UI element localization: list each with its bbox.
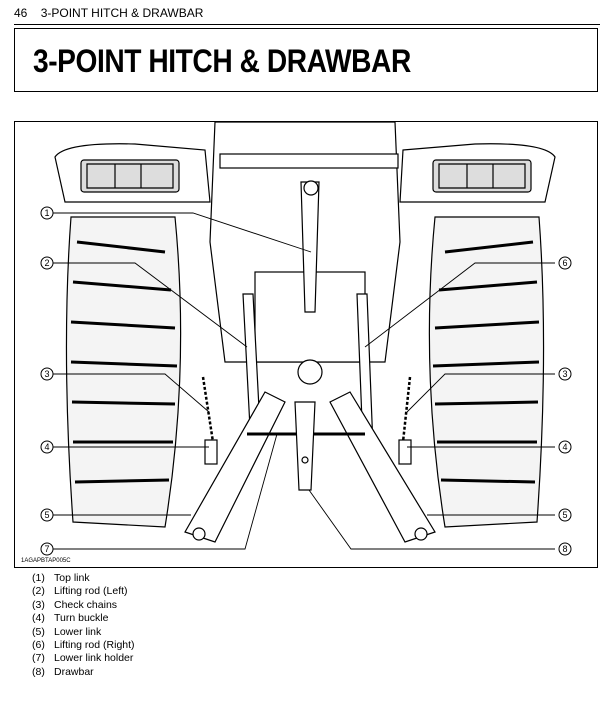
callout-3-left: 3: [40, 367, 54, 381]
svg-text:6: 6: [562, 258, 567, 268]
figure-code: 1AGAPBTAP005C: [21, 558, 71, 564]
callout-6: 6: [558, 256, 572, 270]
drawbar: [294, 401, 316, 491]
callout-1: 1: [40, 206, 54, 220]
svg-text:4: 4: [562, 442, 567, 452]
legend-item: (4)Turn buckle: [32, 612, 109, 625]
right-tail-light: [432, 159, 532, 193]
svg-text:1: 1: [44, 208, 49, 218]
left-tail-light-detail: [86, 163, 174, 189]
legend-item: (8)Drawbar: [32, 665, 94, 678]
right-tire: [428, 216, 545, 528]
callout-2-left: 2: [40, 256, 54, 270]
legend-item: (6)Lifting rod (Right): [32, 639, 135, 652]
svg-text:3: 3: [562, 369, 567, 379]
legend-item: (2)Lifting rod (Left): [32, 585, 128, 598]
callout-5-left: 5: [40, 508, 54, 522]
right-tire-tread: [432, 240, 540, 484]
turn-buckle-left: [204, 439, 218, 465]
tractor-rear-drawing: 1 2 3 4 5 6 3: [40, 122, 572, 556]
svg-text:5: 5: [44, 510, 49, 520]
left-tire-tread: [70, 240, 178, 484]
legend-item: (3)Check chains: [32, 598, 118, 611]
lower-link-left-ball: [192, 527, 206, 541]
svg-text:5: 5: [562, 510, 567, 520]
callout-4-left: 4: [40, 440, 54, 454]
callout-4-right: 4: [558, 440, 572, 454]
left-tire: [65, 216, 182, 528]
left-tail-light: [80, 159, 180, 193]
right-tail-light-detail: [438, 163, 526, 189]
callout-3-right: 3: [558, 367, 572, 381]
parts-legend: (1)Top link (2)Lifting rod (Left) (3)Che…: [32, 572, 135, 679]
legend-item: (5)Lower link: [32, 625, 102, 638]
svg-text:4: 4: [44, 442, 49, 452]
lower-link-right-ball: [414, 527, 428, 541]
upper-crossbar: [219, 153, 399, 169]
section-title: 3-POINT HITCH & DRAWBAR: [33, 43, 411, 79]
callout-5-right: 5: [558, 508, 572, 522]
check-chain-left: [201, 376, 215, 443]
running-header: 46 3-POINT HITCH & DRAWBAR: [14, 6, 203, 20]
page-number: 46: [14, 6, 28, 20]
leader-lines: [49, 212, 555, 550]
section-title-box: 3-POINT HITCH & DRAWBAR: [14, 28, 598, 92]
check-chain-right: [401, 376, 412, 443]
svg-text:8: 8: [562, 544, 567, 554]
callout-8: 8: [558, 542, 572, 556]
top-link-pin: [303, 180, 319, 196]
drawbar-hole: [301, 456, 309, 464]
pto-cover: [297, 359, 323, 385]
hitch-illustration: 1 2 3 4 5 6 3: [14, 121, 598, 568]
lower-link-left: [184, 391, 286, 543]
svg-text:3: 3: [44, 369, 49, 379]
svg-text:2: 2: [44, 258, 49, 268]
svg-text:7: 7: [44, 544, 49, 554]
header-rule: [14, 24, 600, 25]
legend-item: (7)Lower link holder: [32, 652, 134, 665]
lower-link-right: [329, 391, 436, 543]
turn-buckle-right: [398, 439, 412, 465]
callout-7: 7: [40, 542, 54, 556]
running-header-section: 3-POINT HITCH & DRAWBAR: [40, 6, 204, 20]
legend-item: (1)Top link: [32, 572, 90, 584]
